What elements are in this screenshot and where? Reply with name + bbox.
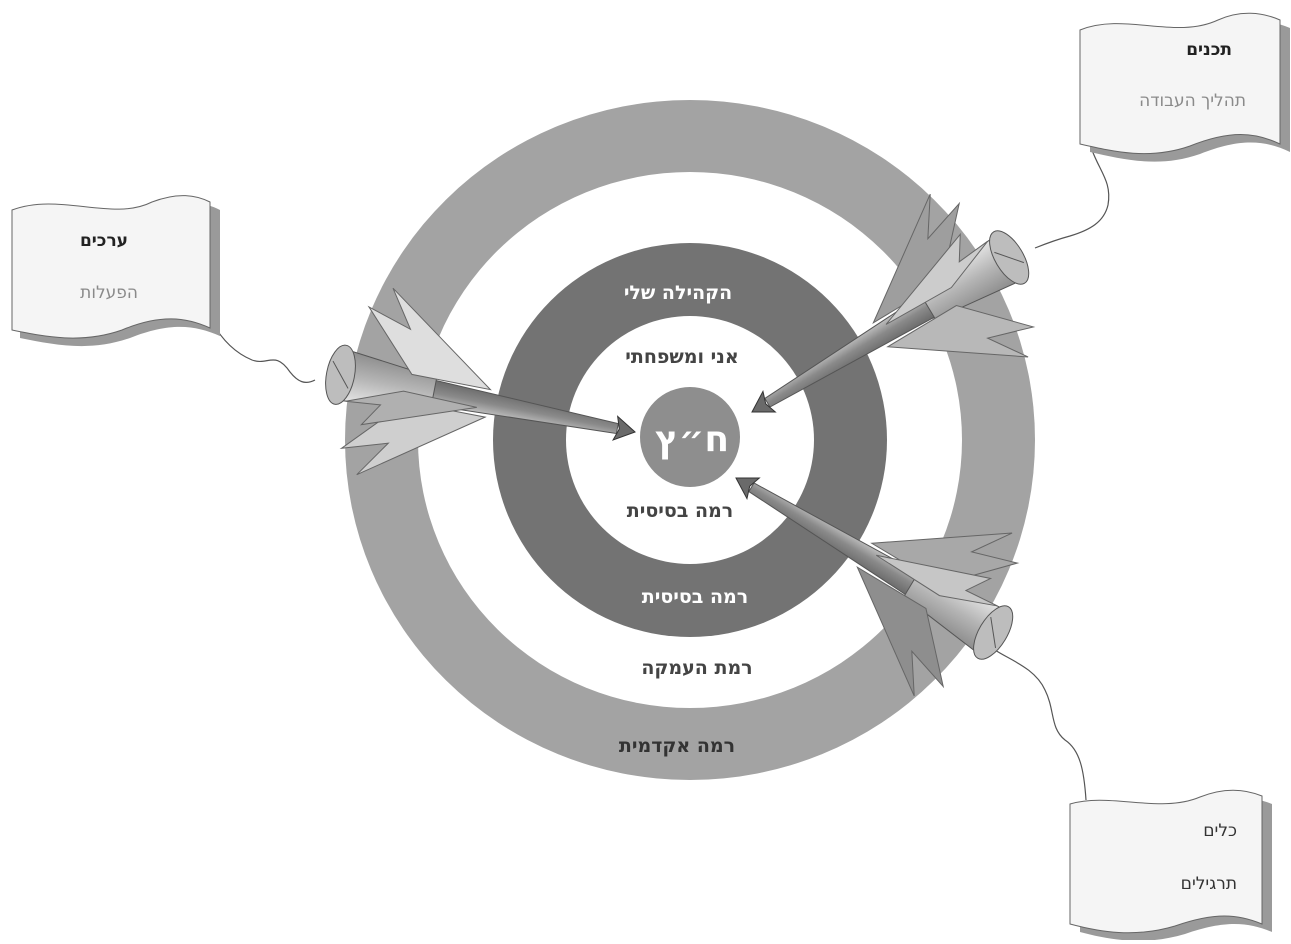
flag-tools-title: כלים	[1203, 821, 1237, 841]
flag-values: ערכים הפעלות	[11, 195, 220, 347]
ring-label-white-outer: רמת העמקה	[641, 657, 752, 679]
arrow-left	[325, 287, 636, 476]
string-bottom-right	[994, 649, 1087, 801]
ring-label-inner-top: אני ומשפחתי	[625, 346, 738, 368]
flag-plans-subtitle: תהליך העבודה	[1139, 91, 1246, 111]
string-top-right	[1034, 149, 1110, 249]
arrow-bottom-right	[735, 477, 1020, 697]
string-left	[211, 321, 316, 383]
target	[345, 100, 1035, 780]
ring-label-inner-bottom: רמה בסיסית	[627, 500, 733, 522]
flag-values-title: ערכים	[80, 231, 128, 251]
flag-plans: תכנים תהליך העבודה	[1079, 12, 1290, 162]
ring-label-dark-top: הקהילה שלי	[624, 282, 732, 304]
center-label: ח״ץ	[655, 419, 729, 460]
flag-values-subtitle: הפעלות	[80, 283, 138, 303]
flag-plans-title: תכנים	[1186, 40, 1232, 60]
ring-label-dark-bottom: רמה בסיסית	[642, 586, 748, 608]
ring-label-outer: רמה אקדמית	[619, 735, 735, 757]
flag-tools-subtitle: תרגילים	[1181, 874, 1237, 894]
arrow-top-right	[751, 193, 1036, 413]
flag-tools: כלים תרגילים	[1069, 789, 1272, 941]
bullseye	[640, 387, 740, 487]
